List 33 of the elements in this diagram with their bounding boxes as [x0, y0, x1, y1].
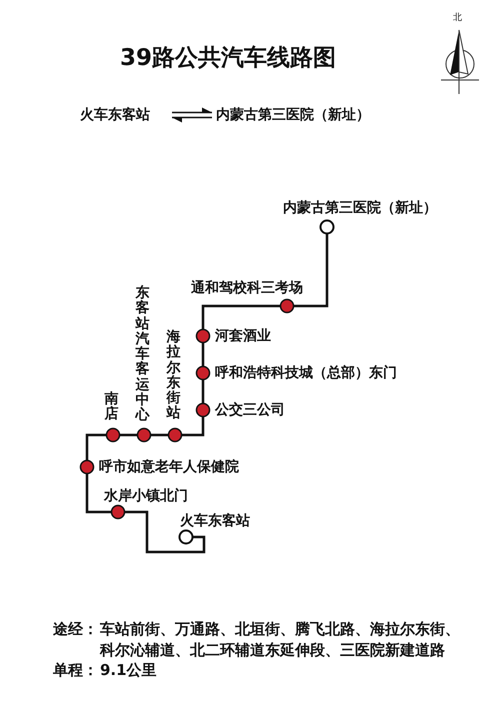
title: 39路公共汽车线路图 [118, 44, 337, 73]
route-line [202, 304, 280, 329]
stop-name: 呼市如意老年人保健院 [99, 458, 239, 476]
stop-name: 东客站汽车客运中心 [135, 286, 150, 424]
label: 单程： [53, 660, 98, 681]
stop-name: 水岸小镇北门 [104, 487, 188, 505]
bus-stop [166, 330, 184, 443]
stop-name: 内蒙古第三医院（新址） [283, 199, 437, 217]
bus-stop [104, 392, 122, 443]
route-line [202, 343, 204, 366]
stop-name: 南店 [104, 392, 119, 423]
stop-name: 呼和浩特科技城（总部）东门 [215, 364, 397, 382]
label: 途经： [53, 619, 98, 640]
two-way-arrow [171, 108, 213, 122]
stop-name: 河套酒业 [215, 327, 271, 345]
distance-value: 9.1公里 [100, 660, 157, 681]
route-line [86, 434, 106, 460]
route-line [151, 434, 168, 436]
route-line [182, 417, 204, 436]
bus-stop [135, 286, 153, 443]
route-description: 车站前街、万通路、北垣街、腾飞北路、海拉尔东街、科尔沁辅道、北二环辅道东延伸段、三医院新建道路 [100, 619, 461, 661]
route-line [120, 434, 137, 436]
stop-name: 海拉尔东街站 [166, 330, 181, 422]
stop-name: 内蒙古第三医院（新址） [216, 106, 370, 124]
stop-name: 火车东客站 [80, 106, 150, 124]
compass-label: 北 [453, 12, 462, 25]
stop-name: 公交三公司 [215, 401, 285, 419]
route-line [294, 234, 328, 308]
stop-name: 火车东客站 [180, 512, 250, 530]
route-line [86, 474, 111, 514]
stop-name: 通和驾校科三考场 [191, 279, 303, 297]
route-line [202, 380, 204, 403]
route-line [125, 510, 206, 554]
